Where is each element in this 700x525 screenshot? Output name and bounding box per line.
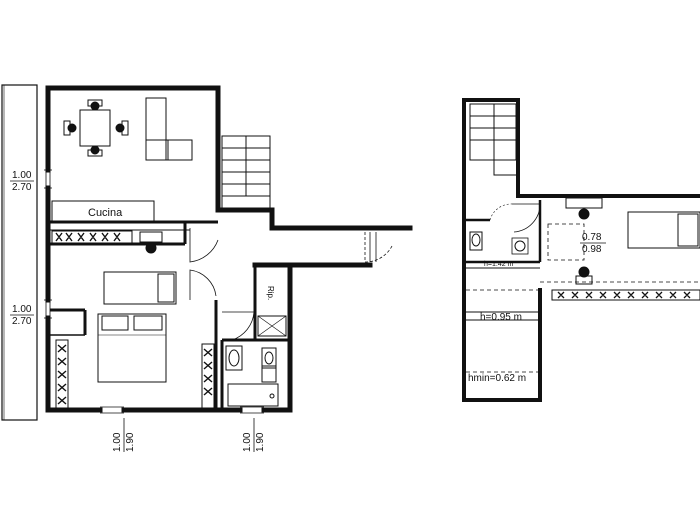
upper-desk: [565, 197, 603, 285]
label-left-top-b: 2.70: [12, 182, 32, 193]
label-bottom-a1: 1.00: [112, 432, 123, 452]
desk-chair: [139, 231, 163, 254]
upper-staircase: [469, 103, 517, 176]
label-left-mid-b: 2.70: [12, 316, 32, 327]
upper-bed: [627, 211, 700, 249]
label-rip: Rip.: [266, 286, 275, 300]
label-cucina: Cucina: [88, 207, 123, 219]
single-bed: [103, 271, 177, 305]
label-right-window-a: 0.78: [582, 232, 602, 243]
wardrobe-left: [55, 339, 69, 409]
upper-wardrobe: [551, 289, 700, 301]
double-bed: [97, 313, 167, 383]
interior-walls: [50, 220, 290, 410]
label-bottom-b1: 1.00: [242, 432, 253, 452]
upper-door: [512, 203, 541, 233]
sofa: [145, 97, 193, 161]
label-bottom-b2: 1.90: [255, 432, 266, 452]
balcony: [1, 84, 38, 421]
upper-floor-plan: [462, 98, 700, 402]
label-h-142: h=1.42 m: [484, 261, 514, 268]
doors: [189, 228, 393, 341]
upper-outer-walls: [462, 98, 700, 402]
label-hmin: hmin=0.62 m: [468, 373, 526, 384]
label-bottom-a2: 1.90: [125, 432, 136, 452]
ground-floor-plan: [1, 84, 413, 421]
dining-set: [63, 99, 129, 157]
wardrobe-right: [201, 343, 215, 409]
label-left-top-a: 1.00: [12, 170, 32, 181]
staircase: [221, 135, 271, 211]
label-right-window-b: 0.98: [582, 244, 602, 255]
bathroom-fixtures: [225, 315, 287, 407]
label-h-095: h=0.95 m: [480, 312, 522, 323]
upper-partitions: [466, 200, 542, 321]
dashed-boundaries: [466, 223, 700, 373]
bottom-windows: [100, 406, 264, 414]
kitchen-counter: [51, 200, 155, 222]
wardrobe-upper: [51, 230, 133, 244]
label-left-mid-a: 1.00: [12, 304, 32, 315]
